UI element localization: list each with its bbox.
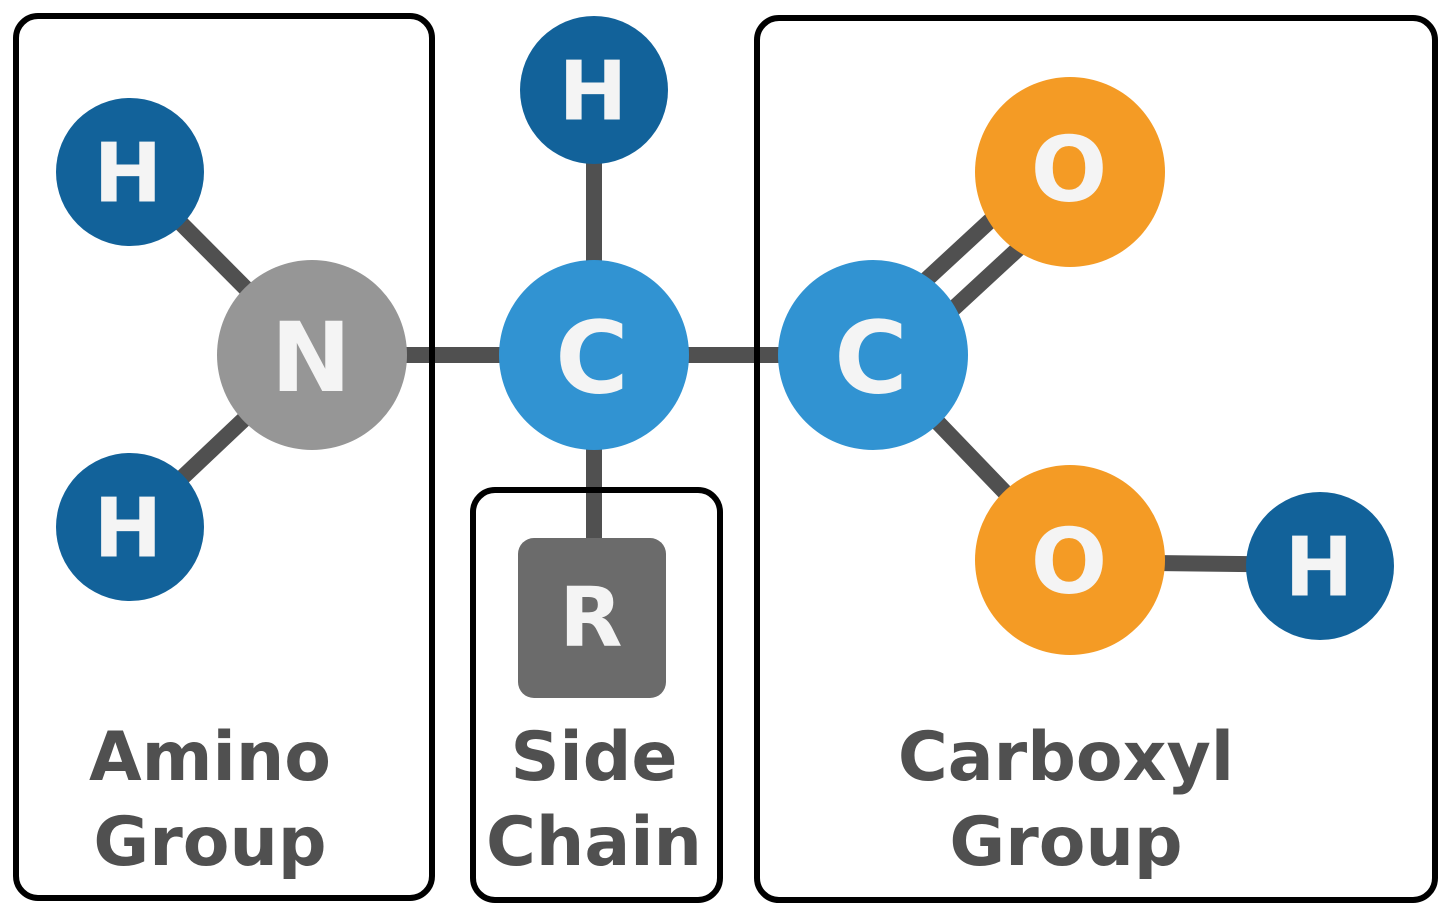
atom-nitrogen: N	[217, 260, 407, 450]
carboxyl-group-label-line1: Carboxyl	[898, 718, 1234, 797]
atom-symbol: H	[94, 482, 163, 577]
hydrogen-atom	[520, 16, 668, 164]
atom-symbol: R	[559, 571, 622, 666]
side-chain-box	[470, 487, 723, 903]
atom-h-amino-bottom: H	[56, 453, 204, 601]
atom-h-hydroxyl: H	[1246, 492, 1394, 640]
oxygen-atom	[975, 77, 1165, 267]
r-group-square	[518, 538, 666, 698]
atom-symbol: O	[1031, 118, 1108, 223]
atom-symbol: C	[555, 300, 628, 417]
atom-h-amino-top: H	[56, 98, 204, 246]
atom-c-carboxyl: C	[778, 260, 968, 450]
atom-o-hydroxyl: O	[975, 465, 1165, 655]
atom-h-alpha: H	[520, 16, 668, 164]
side-chain-r: R	[518, 538, 666, 698]
atom-symbol: H	[559, 45, 628, 140]
hydrogen-atom	[56, 453, 204, 601]
amino-group-label-line1: Amino	[89, 718, 331, 797]
amino-group-box	[13, 13, 435, 901]
carboxyl-group-label-line2: Group	[949, 803, 1182, 882]
side-chain-label-line1: Side	[510, 718, 677, 797]
amino-group-label-line2: Group	[93, 803, 326, 882]
carbon-atom	[499, 260, 689, 450]
atom-symbol: O	[1031, 510, 1108, 615]
hydrogen-atom	[1246, 492, 1394, 640]
atom-symbol: N	[271, 302, 351, 414]
atom-c-alpha: C	[499, 260, 689, 450]
carboxyl-group-box	[754, 15, 1438, 903]
atom-o-double: O	[975, 77, 1165, 267]
atom-symbol: H	[1285, 521, 1354, 616]
atom-symbol: H	[94, 127, 163, 222]
atom-symbol: C	[834, 300, 907, 417]
carbon-atom	[778, 260, 968, 450]
hydrogen-atom	[56, 98, 204, 246]
side-chain-label-line2: Chain	[486, 803, 702, 882]
nitrogen-atom	[217, 260, 407, 450]
oxygen-atom	[975, 465, 1165, 655]
